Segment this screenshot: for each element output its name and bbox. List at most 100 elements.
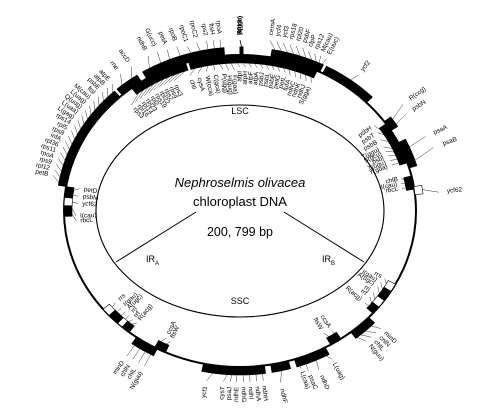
gene-leader-line	[160, 337, 167, 342]
gene-block-ccsa	[154, 339, 165, 351]
gene-leader-line	[60, 152, 66, 161]
gene-label: rne	[108, 60, 119, 72]
gene-block-ndhf	[270, 360, 292, 373]
gene-label: rpl20	[295, 26, 306, 42]
gene-block-ftsw	[326, 334, 337, 346]
gene-leader-line	[71, 208, 77, 217]
gene-block-ycf1	[201, 363, 226, 375]
gene-leader-line	[369, 296, 372, 304]
gene-label: psaJ	[226, 387, 234, 401]
gene-block-ndhe	[233, 366, 241, 376]
gene-leader-line	[148, 81, 159, 94]
gene-label: clpP	[307, 34, 318, 48]
gene-label: cysT	[218, 386, 226, 400]
gene-block-ycf62	[63, 197, 73, 207]
gene-label: petD	[83, 186, 98, 195]
gene-leader-line	[269, 40, 276, 51]
gene-label: ndhG	[240, 387, 247, 403]
gene-leader-line	[365, 330, 377, 334]
gene-leader-line	[81, 115, 85, 125]
gene-label: rps2	[200, 23, 209, 37]
gene-label: ftsl	[86, 85, 97, 96]
gene-block-fgaa	[227, 54, 235, 64]
gene-block-ndhh	[258, 365, 266, 375]
lsc-label: LSC	[231, 106, 249, 116]
gene-leader-line	[73, 188, 80, 191]
gene-leader-line	[128, 319, 133, 322]
gene-leader-line	[283, 42, 288, 53]
gene-leader-line	[58, 158, 64, 166]
gene-leader-line	[262, 373, 264, 381]
gene-leader-line	[400, 183, 406, 185]
gene-leader-line	[302, 47, 307, 58]
gene-block-ycf2	[322, 65, 373, 104]
gene-leader-line	[71, 213, 77, 222]
gene-label: psbM	[83, 193, 99, 202]
gene-label: ndhC	[286, 80, 298, 97]
gene-label: rrs	[117, 292, 127, 302]
gene-leader-line	[283, 67, 286, 73]
gene-label: ycf2	[359, 59, 372, 73]
gene-leader-line	[153, 78, 164, 91]
gene-leader-line	[125, 315, 130, 320]
gene-leader-line	[242, 62, 246, 68]
gene-leader-line	[225, 63, 229, 71]
gene-leader-line	[231, 63, 235, 71]
gene-label: psbJ	[257, 72, 266, 86]
gene-leader-line	[305, 364, 309, 371]
gene-leader-line	[323, 332, 330, 337]
gene-block-rrs	[102, 303, 116, 316]
gene-label: rrf	[359, 288, 368, 297]
gene-leader-line	[373, 125, 382, 131]
gene-leader-line	[266, 64, 269, 70]
gene-block-rbcl	[63, 210, 73, 217]
gene-label: R(acg)	[344, 285, 363, 303]
gene-leader-line	[112, 302, 116, 308]
gene-label: psbF	[301, 28, 312, 44]
gene-label: petA	[157, 31, 169, 46]
gene-leader-line	[372, 292, 376, 300]
gene-block-rbcl	[405, 183, 415, 191]
gene-leader-line	[148, 55, 150, 69]
gene-leader-line	[350, 74, 359, 81]
gene-label: L(caa)	[298, 371, 311, 390]
gene-leader-line	[401, 178, 405, 181]
organism-name: Nephroselmis olivacea	[175, 175, 306, 190]
gene-block-petd	[64, 186, 75, 194]
gene-label: accD	[117, 48, 131, 64]
gene-leader-line	[390, 159, 398, 161]
gene-label: rps18	[288, 22, 299, 40]
gene-leader-line	[385, 151, 395, 153]
gene-block-atpa	[251, 55, 259, 65]
gene-leader-line	[422, 189, 439, 193]
gene-label: rpoA	[40, 149, 56, 160]
gene-label: rps9	[39, 156, 53, 166]
gene-label: rpoA	[214, 20, 222, 35]
gene-leader-line	[383, 146, 393, 149]
gene-block-suga	[239, 46, 244, 56]
gene-label: R(acg)	[137, 303, 155, 322]
gene-leader-line	[102, 92, 104, 102]
gene-leader-line	[158, 76, 170, 88]
gene-label: ndhB	[135, 36, 148, 52]
gene-label: ftsH	[207, 23, 216, 36]
gene-label: I(cau)	[80, 212, 97, 220]
gene-leader-line	[289, 44, 294, 55]
gene-leader-line	[72, 201, 78, 204]
gene-leader-line	[326, 355, 333, 360]
gene-leader-line	[187, 46, 191, 54]
genome-size: 200, 799 bp	[207, 225, 273, 239]
gene-label: chlI	[188, 79, 198, 91]
gene-label: rpoC1	[178, 24, 190, 43]
gene-label: ndhI	[247, 387, 255, 400]
gene-leader-line	[248, 63, 252, 68]
gene-label: rps8	[51, 125, 66, 137]
gene-leader-line	[414, 147, 434, 161]
gene-leader-line	[72, 195, 79, 197]
gene-leader-line	[409, 136, 426, 148]
gene-leader-line	[116, 308, 122, 313]
gene-leader-line	[85, 110, 88, 120]
ira-label: IRA	[146, 254, 159, 267]
gene-label: H(gug)	[225, 75, 233, 95]
